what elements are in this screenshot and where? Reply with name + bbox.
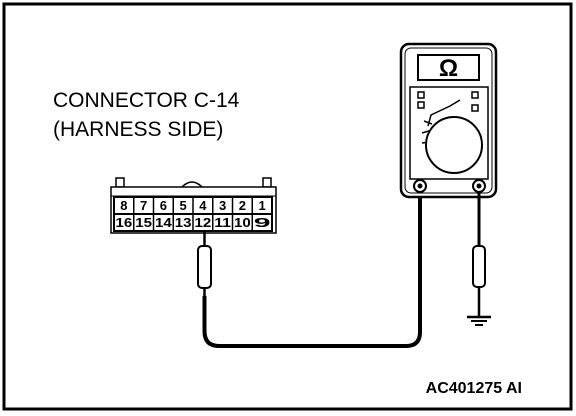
pin-label-13: 13 xyxy=(175,215,192,230)
range-button-4 xyxy=(471,104,479,112)
connector-subtitle: (HARNESS SIDE) xyxy=(53,118,223,141)
pin-label-14: 14 xyxy=(155,215,173,230)
meter-body-inner xyxy=(404,47,493,194)
ground-probe-handle xyxy=(472,245,486,288)
probe-handle xyxy=(197,245,212,289)
connector-title: CONNECTOR C-14 xyxy=(53,89,240,112)
ohm-symbol: Ω xyxy=(439,55,458,82)
pin-label-6: 6 xyxy=(160,198,167,213)
pin-label-15: 15 xyxy=(135,215,152,230)
ohmmeter: Ω xyxy=(399,42,498,199)
pin-dividers xyxy=(133,197,253,231)
jack-ohm-core xyxy=(476,183,482,189)
pin-label-4: 4 xyxy=(199,198,207,213)
range-button-3 xyxy=(471,91,479,99)
pin-label-12: 12 xyxy=(195,215,212,230)
connector-latch-left xyxy=(115,177,125,188)
pin-label-16: 16 xyxy=(116,215,133,230)
pin-label-7: 7 xyxy=(140,198,147,213)
pin-label-10: 10 xyxy=(234,215,251,230)
connector-latch-right xyxy=(262,177,272,188)
pin-label-2: 2 xyxy=(239,198,246,213)
selector-dial xyxy=(425,116,483,174)
meter-display xyxy=(417,54,480,81)
test-lead-wire xyxy=(202,186,422,348)
range-button-1 xyxy=(417,91,425,99)
connector-probe xyxy=(197,231,212,296)
jack-com-core xyxy=(417,183,423,189)
pin-label-11: 11 xyxy=(214,215,231,230)
figure-code: AC401275 AI xyxy=(426,380,522,397)
pin-label-1: 1 xyxy=(259,198,266,213)
pin-label-5: 5 xyxy=(180,198,187,213)
ground-lead xyxy=(467,192,491,326)
range-button-2 xyxy=(417,101,425,109)
pin-label-9: 9 xyxy=(254,215,271,230)
pin-label-3: 3 xyxy=(219,198,226,213)
dial-tick-3 xyxy=(423,120,433,125)
dial-markings xyxy=(427,99,461,127)
pin-label-8: 8 xyxy=(120,198,127,213)
